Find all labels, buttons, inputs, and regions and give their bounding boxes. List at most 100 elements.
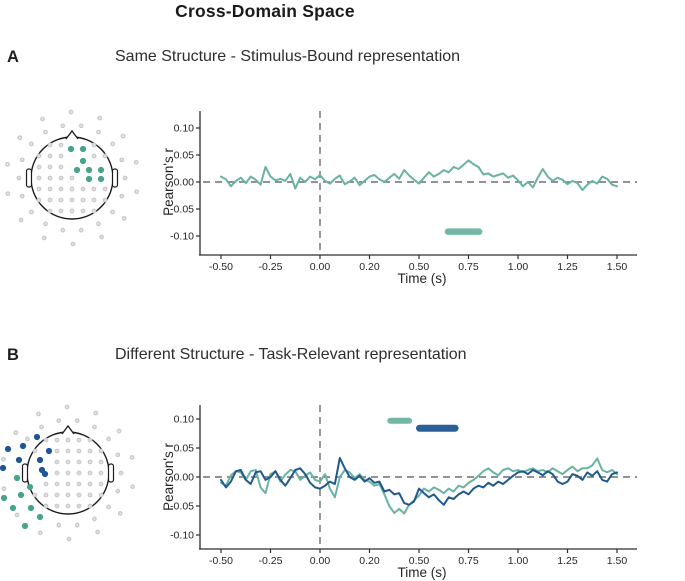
highlighted-electrode-dot xyxy=(19,442,27,450)
series-line-teal xyxy=(220,457,618,515)
electrode-dot-center xyxy=(56,439,58,441)
electrode-dot-center xyxy=(38,188,40,190)
highlighted-electrode-dot xyxy=(97,175,105,183)
electrode-dot-center xyxy=(119,512,122,515)
highlighted-electrode-dot xyxy=(79,145,87,153)
highlighted-electrode-dot xyxy=(15,456,23,464)
highlighted-electrode-dot xyxy=(85,175,93,183)
electrode-dot-center xyxy=(82,188,84,190)
electrode-dot-center xyxy=(89,494,91,496)
scalp-map-b xyxy=(0,404,135,542)
electrode-dot-center xyxy=(100,236,103,238)
electrode-dot-center xyxy=(67,505,69,507)
electrode-dot-center xyxy=(61,229,64,231)
electrode-dot-center xyxy=(56,450,58,452)
electrode-dot-center xyxy=(3,487,5,490)
x-tick-label: 1.00 xyxy=(508,261,529,273)
electrode-dot-center xyxy=(43,237,46,239)
highlighted-electrode-dot xyxy=(67,145,75,153)
highlighted-electrode-dot xyxy=(33,433,41,441)
electrode-dot-center xyxy=(89,472,91,474)
x-axis-label-b: Time (s) xyxy=(398,565,447,580)
x-tick-label: 0.20 xyxy=(359,555,380,567)
electrode-dot-center xyxy=(44,131,47,133)
series-line-blue xyxy=(220,456,618,506)
highlighted-electrode-dot xyxy=(26,483,34,491)
significance-bar-bar_teal xyxy=(387,417,413,424)
scalp-map-a xyxy=(5,109,139,247)
electrode-dot-center xyxy=(41,118,44,120)
electrode-dot-center xyxy=(78,483,80,485)
highlighted-electrode-dot xyxy=(45,447,53,455)
electrode-dot-center xyxy=(121,195,123,197)
electrode-dot-center xyxy=(66,406,68,408)
electrode-dot-center xyxy=(78,450,80,452)
electrode-dot-center xyxy=(100,450,102,452)
electrode-dot-center xyxy=(60,199,62,201)
electrode-dot-center xyxy=(45,483,47,485)
electrode-dot-center xyxy=(135,161,137,164)
electrode-dot-center xyxy=(71,188,73,190)
nose xyxy=(65,129,79,140)
electrode-dot-center xyxy=(96,531,99,533)
electrode-dot-center xyxy=(100,461,102,463)
x-tick-label: -0.25 xyxy=(259,261,283,273)
x-tick-label: 1.25 xyxy=(557,261,578,273)
electrode-dot-center xyxy=(67,461,69,463)
electrode-dot-center xyxy=(93,144,95,146)
electrode-dot-center xyxy=(72,243,74,245)
electrode-dot-center xyxy=(30,143,33,145)
y-axis-label-a: Pearson's r xyxy=(161,148,176,216)
electrode-dot-center xyxy=(7,192,9,195)
electrode-dot-center xyxy=(89,461,91,463)
panel-b-label: B xyxy=(7,346,19,364)
electrode-dot-center xyxy=(44,223,47,225)
electrode-dot-center xyxy=(49,188,51,190)
electrode-dot-center xyxy=(89,450,91,452)
electrode-dot-center xyxy=(104,199,106,201)
electrode-dot-center xyxy=(60,177,62,179)
electrode-dot-center xyxy=(89,483,91,485)
electrode-dot-center xyxy=(34,494,36,496)
x-axis-label-a: Time (s) xyxy=(398,271,447,286)
electrode-dot-center xyxy=(100,483,102,485)
highlighted-electrode-dot xyxy=(41,470,49,478)
electrode-dot-center xyxy=(89,439,91,441)
electrode-dot-center xyxy=(49,144,51,146)
electrode-dot-center xyxy=(60,155,62,157)
electrode-dot-center xyxy=(18,177,20,179)
panel-a-label: A xyxy=(7,48,19,66)
electrode-dot-center xyxy=(49,177,51,179)
electrode-dot-center xyxy=(76,524,79,526)
electrode-dot-center xyxy=(93,188,95,190)
electrode-dot-center xyxy=(78,461,80,463)
electrode-dot-center xyxy=(67,450,69,452)
electrode-dot-center xyxy=(100,472,102,474)
electrode-dot-center xyxy=(71,177,73,179)
electrode-dot-center xyxy=(93,210,95,212)
x-tick-label: 0.75 xyxy=(458,261,479,273)
highlighted-electrode-dot xyxy=(97,166,105,174)
x-tick-label: -0.25 xyxy=(259,555,283,567)
electrode-dot-center xyxy=(60,188,62,190)
electrode-dot-center xyxy=(60,144,62,146)
electrode-dot-center xyxy=(39,532,42,534)
electrode-dot-center xyxy=(80,125,83,127)
highlighted-electrode-dot xyxy=(79,157,87,165)
electrode-dot-center xyxy=(56,461,58,463)
electrode-dot-center xyxy=(56,494,58,496)
x-tick-label: 0.50 xyxy=(409,261,430,273)
electrode-dot-center xyxy=(40,426,43,428)
electrode-dot-center xyxy=(56,483,58,485)
electrode-dot-center xyxy=(67,483,69,485)
electrode-dot-center xyxy=(78,505,80,507)
highlighted-electrode-dot xyxy=(13,474,21,482)
electrode-dot-center xyxy=(38,166,40,168)
electrode-dot-center xyxy=(14,431,17,434)
series-line-teal xyxy=(220,159,618,192)
highlighted-electrode-dot xyxy=(0,494,8,502)
x-tick-label: 1.00 xyxy=(508,555,529,567)
electrode-dot-center xyxy=(104,155,106,157)
